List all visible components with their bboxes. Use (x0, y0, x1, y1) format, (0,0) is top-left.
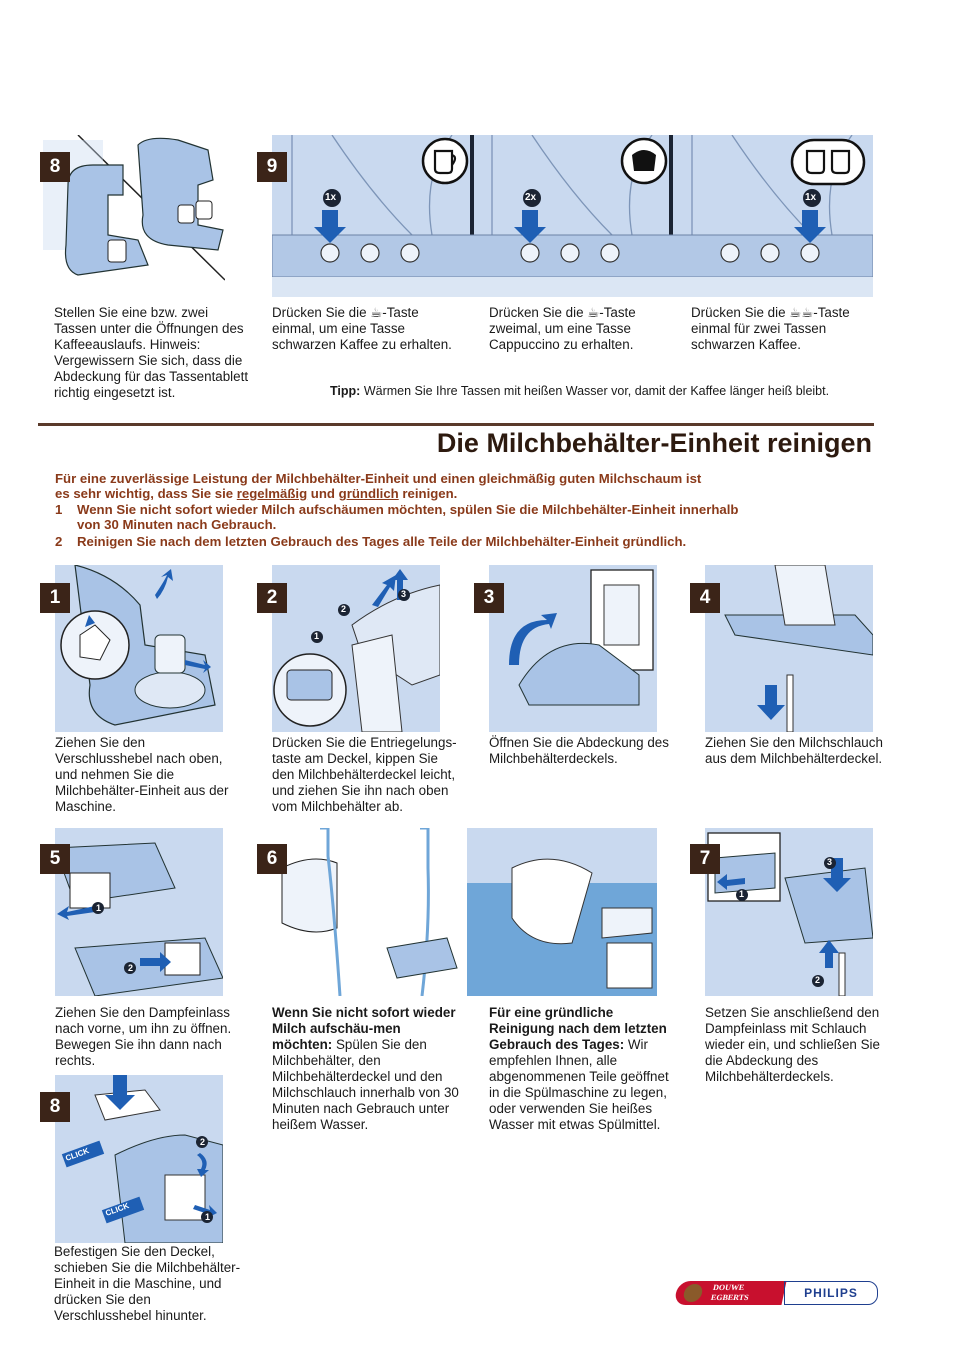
step9-caption-2: Drücken Sie die ☕-Taste zweimal, um eine… (489, 305, 636, 352)
step7-num-3: 3 (827, 857, 833, 867)
step4-badge: 4 (690, 583, 720, 613)
intro-item-2: 2 Reinigen Sie nach dem letzten Gebrauch … (55, 534, 686, 550)
step9-badge: 9 (257, 152, 287, 182)
step2-num-3: 3 (401, 589, 407, 599)
step1-badge: 1 (40, 583, 70, 613)
step9-caption-3: Drücken Sie die ☕☕-Taste einmal für zwei… (691, 305, 850, 352)
step3-caption: Öffnen Sie die Abdeckung des Milchbehält… (489, 735, 669, 766)
step9-illustration (272, 135, 873, 297)
intro-item-1-text: Wenn Sie nicht sofort wieder Milch aufsc… (77, 502, 739, 517)
intro-item-1: 1 Wenn Sie nicht sofort wieder Milch aufs… (55, 502, 738, 518)
step5-caption: Ziehen Sie den Dampfeinlass nach vorne, … (55, 1005, 232, 1068)
count-1x-b: 1x (805, 192, 817, 203)
step7-num-1: 1 (739, 889, 745, 899)
step8-top-badge: 8 (40, 152, 70, 182)
intro-2c: und (307, 486, 339, 501)
step5-badge: 5 (40, 844, 70, 874)
count-1x-a: 1x (325, 192, 337, 203)
intro-item-2-text: Reinigen Sie nach dem letzten Gebrauch d… (77, 534, 687, 549)
intro-2e: reinigen. (398, 486, 458, 501)
count-2x: 2x (525, 192, 537, 203)
step1-caption: Ziehen Sie den Verschlusshebel nach oben… (55, 735, 229, 814)
step3-illustration (489, 565, 657, 732)
step6-caption-a-bold: Wenn Sie nicht sofort wieder Milch aufsc… (272, 1005, 456, 1052)
intro-line-2: es sehr wichtig, dass Sie sie regelmäßig… (55, 486, 457, 502)
intro-item-2-num: 2 (55, 534, 63, 549)
step3-badge: 3 (474, 583, 504, 613)
douwe-egberts-logo: Douwe Egberts (673, 1281, 787, 1305)
de-logo-text-1: Douwe (712, 1283, 746, 1292)
step6-caption-b-text: Wir empfehlen Ihnen, alle abgenommenen T… (489, 1037, 669, 1132)
step5-num-2: 2 (128, 963, 134, 973)
step9-caption-1: Drücken Sie die ☕-Taste einmal, um eine … (272, 305, 452, 352)
step7-illustration (705, 828, 873, 996)
step6-caption-a-text: Spülen Sie den Milchbehälter, den Milchb… (272, 1037, 459, 1132)
intro-regelmaessig: regelmäßig (236, 486, 308, 501)
step2-caption: Drücken Sie die Entriegelungs-taste am D… (272, 735, 457, 814)
step2-num-2: 2 (341, 604, 347, 614)
step2-illustration (272, 565, 440, 732)
section-title: Die Milchbehälter-Einheit reinigen (436, 428, 872, 458)
step8-badge: 8 (40, 1092, 70, 1122)
step7-num-2: 2 (815, 975, 821, 985)
step5-illustration (55, 828, 223, 996)
tip-label: Tipp: (330, 384, 361, 398)
step6-badge: 6 (257, 844, 287, 874)
tip-text: Wärmen Sie Ihre Tassen mit heißen Wasser… (363, 384, 830, 398)
step8-illustration (38, 135, 225, 295)
philips-logo: PHILIPS (784, 1281, 878, 1305)
step6-illustration (272, 828, 657, 996)
step7-caption: Setzen Sie anschließend den Dampfeinlass… (705, 1005, 880, 1084)
intro-gruendlich: gründlich (338, 486, 399, 501)
step8b-num-1: 1 (205, 1212, 211, 1222)
step6-caption-b-bold: Für eine gründliche Reinigung nach dem l… (489, 1005, 667, 1052)
step2-badge: 2 (257, 583, 287, 613)
step4-illustration (705, 565, 873, 732)
section-rule (38, 423, 874, 426)
step6-caption-b: Für eine gründliche Reinigung nach dem l… (489, 1005, 679, 1133)
step8b-illustration (55, 1075, 223, 1243)
step4-caption: Ziehen Sie den Milchschlauch aus dem Mil… (705, 735, 883, 766)
intro-item-1b: von 30 Minuten nach Gebrauch. (77, 517, 277, 532)
step8-caption: Befestigen Sie den Deckel, schieben Sie … (54, 1244, 241, 1323)
step6-caption-a: Wenn Sie nicht sofort wieder Milch aufsc… (272, 1005, 462, 1133)
philips-logo-text: PHILIPS (804, 1286, 858, 1300)
intro-2a: es sehr wichtig, dass Sie sie (55, 486, 237, 501)
step8b-num-2: 2 (200, 1137, 206, 1147)
step8-top-caption: Stellen Sie eine bzw. zwei Tassen unter … (54, 305, 249, 400)
step1-illustration (55, 565, 223, 732)
intro-line-1: Für eine zuverlässige Leistung der Milch… (55, 471, 702, 486)
step7-badge: 7 (690, 844, 720, 874)
de-logo-circle (682, 1284, 704, 1302)
step2-num-1: 1 (314, 631, 320, 641)
tip-line: Tipp: Wärmen Sie Ihre Tassen mit heißen … (330, 384, 829, 398)
step5-num-1: 1 (96, 903, 102, 913)
de-logo-text-2: Egberts (710, 1293, 750, 1302)
intro-item-1-num: 1 (55, 502, 63, 517)
